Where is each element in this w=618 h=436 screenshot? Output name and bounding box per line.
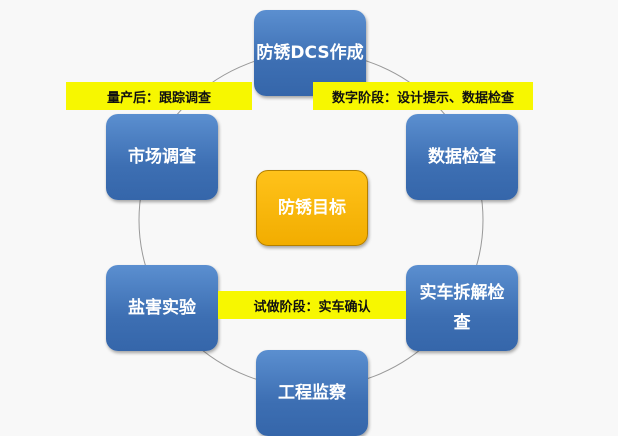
center-goal: 防锈目标 <box>256 170 368 246</box>
node-market-survey: 市场调查 <box>106 114 218 200</box>
label-mass-production: 量产后：跟踪调查 <box>66 82 252 110</box>
node-data-check: 数据检查 <box>406 114 518 200</box>
node-dcs: 防锈DCS作成 <box>254 10 366 96</box>
node-vehicle-teardown: 实车拆解检查 <box>406 265 518 351</box>
label-digital-stage: 数字阶段：设计提示、数据检查 <box>313 82 533 110</box>
node-process-audit: 工程监察 <box>256 350 368 436</box>
node-salt-test: 盐害实验 <box>106 265 218 351</box>
label-trial-stage: 试做阶段：实车确认 <box>218 291 406 319</box>
